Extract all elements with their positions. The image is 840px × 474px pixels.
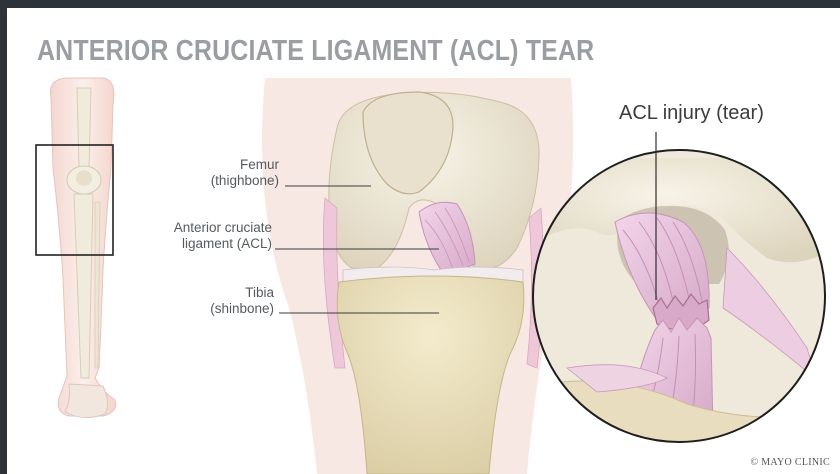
- tibia-label: Tibia (shinbone): [167, 285, 274, 317]
- femur-label-line1: Femur: [169, 157, 279, 173]
- knee-main: [262, 78, 573, 474]
- leg-thumbnail: [36, 78, 116, 418]
- femur-label-line2: (thighbone): [169, 173, 279, 189]
- figure-title: ANTERIOR CRUCIATE LIGAMENT (ACL) TEAR: [37, 35, 594, 68]
- acl-label-line1: Anterior cruciate: [137, 220, 272, 236]
- acl-injury-callout: ACL injury (tear): [619, 102, 764, 125]
- tibia-label-line2: (shinbone): [167, 301, 274, 317]
- acl-label: Anterior cruciate ligament (ACL): [137, 220, 272, 252]
- zoom-inset: [527, 132, 837, 448]
- figure-frame: ANTERIOR CRUCIATE LIGAMENT (ACL) TEAR Fe…: [7, 8, 840, 474]
- tibia-label-line1: Tibia: [167, 285, 274, 301]
- acl-illustration: [7, 8, 840, 474]
- copyright-credit: © MAYO CLINIC: [751, 457, 830, 468]
- femur-label: Femur (thighbone): [169, 157, 279, 189]
- acl-label-line2: ligament (ACL): [137, 236, 272, 252]
